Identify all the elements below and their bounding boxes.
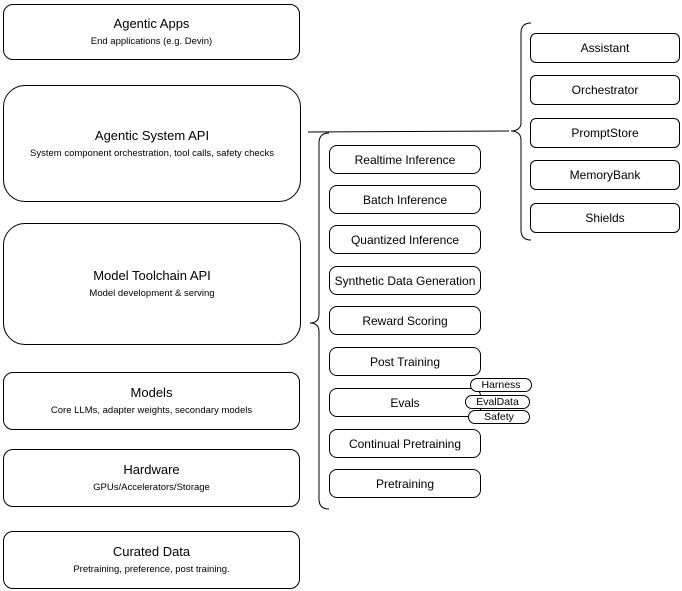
node-reward-scoring: Reward Scoring — [329, 306, 481, 335]
node-title: Agentic System API — [94, 127, 210, 143]
node-orchestrator: Orchestrator — [530, 75, 680, 105]
node-models: Models Core LLMs, adapter weights, secon… — [3, 372, 300, 430]
node-promptstore: PromptStore — [530, 118, 680, 148]
node-shields: Shields — [530, 203, 680, 233]
node-curated-data: Curated Data Pretraining, preference, po… — [3, 531, 300, 589]
node-label: Post Training — [369, 354, 441, 369]
pill-label: Safety — [484, 411, 514, 423]
node-realtime-inference: Realtime Inference — [329, 145, 481, 174]
node-continual-pretraining: Continual Pretraining — [329, 429, 481, 458]
node-label: Batch Inference — [362, 192, 448, 207]
node-label: Reward Scoring — [362, 313, 448, 328]
node-label: Realtime Inference — [354, 152, 456, 167]
node-assistant: Assistant — [530, 33, 680, 63]
node-quantized-inference: Quantized Inference — [329, 225, 481, 254]
node-pretraining: Pretraining — [329, 469, 481, 498]
node-label: Shields — [585, 211, 625, 225]
node-label: Continual Pretraining — [348, 436, 462, 451]
pill-safety: Safety — [468, 410, 530, 424]
node-subtitle: Pretraining, preference, post training. — [73, 564, 230, 575]
node-agentic-system-api: Agentic System API System component orch… — [3, 85, 301, 202]
node-title: Model Toolchain API — [93, 268, 211, 283]
node-subtitle: GPUs/Accelerators/Storage — [93, 482, 210, 493]
pill-harness: Harness — [470, 378, 532, 392]
node-title: Models — [130, 385, 173, 400]
node-label: MemoryBank — [569, 168, 641, 182]
node-agentic-apps: Agentic Apps End applications (e.g. Devi… — [3, 4, 300, 60]
node-memorybank: MemoryBank — [530, 160, 680, 190]
system-connector-line — [307, 130, 510, 133]
node-model-toolchain-api: Model Toolchain API Model development & … — [3, 223, 301, 345]
node-hardware: Hardware GPUs/Accelerators/Storage — [3, 449, 300, 507]
node-subtitle: Core LLMs, adapter weights, secondary mo… — [50, 405, 253, 416]
node-synthetic-data-generation: Synthetic Data Generation — [329, 266, 481, 295]
node-title: Hardware — [123, 462, 180, 477]
pill-label: EvalData — [476, 396, 519, 408]
node-subtitle: System component orchestration, tool cal… — [30, 147, 274, 159]
node-label: Evals — [390, 395, 420, 410]
node-subtitle: Model development & serving — [89, 288, 215, 299]
node-label: PromptStore — [571, 126, 639, 140]
toolchain-brace — [309, 132, 330, 510]
node-post-training: Post Training — [329, 347, 481, 376]
node-label: Pretraining — [375, 476, 435, 491]
node-label: Assistant — [580, 41, 630, 55]
node-batch-inference: Batch Inference — [329, 185, 481, 214]
node-label: Quantized Inference — [350, 232, 460, 247]
node-title: Agentic Apps — [113, 16, 190, 31]
node-label: Synthetic Data Generation — [334, 273, 476, 288]
pill-label: Harness — [481, 379, 521, 391]
node-title: Curated Data — [112, 544, 191, 559]
node-subtitle: End applications (e.g. Devin) — [90, 36, 213, 47]
node-evals: Evals — [329, 388, 481, 417]
system-brace — [510, 22, 532, 241]
pill-evaldata: EvalData — [465, 395, 530, 409]
node-label: Orchestrator — [571, 83, 639, 97]
